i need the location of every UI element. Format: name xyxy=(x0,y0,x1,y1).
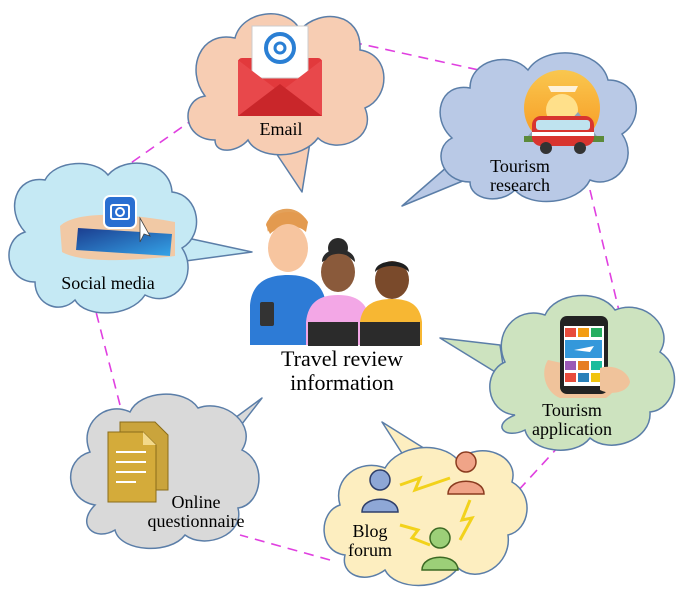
tourism-research-label-2: research xyxy=(490,175,550,195)
blog-forum-label-1: Blog xyxy=(352,521,387,541)
center-label-line-2: information xyxy=(290,370,394,395)
cloud-blog-forum: Blog forum xyxy=(323,421,528,587)
connector-blog-questionnaire xyxy=(239,534,331,561)
cloud-tourism-application: Tourism application xyxy=(439,294,676,451)
online-questionnaire-label-2: questionnaire xyxy=(148,511,245,531)
social-media-phone-icon xyxy=(60,195,175,261)
email-icon xyxy=(238,25,322,116)
connector-research-application xyxy=(589,189,621,316)
center-label-line-1: Travel review xyxy=(281,346,403,371)
tourism-application-label-1: Tourism xyxy=(542,400,602,420)
cloud-email: Email xyxy=(187,13,385,193)
cloud-social-media: Social media xyxy=(8,162,253,314)
connector-application-blog xyxy=(504,444,561,506)
connector-questionnaire-social xyxy=(94,307,121,406)
cloud-tourism-research: Tourism research xyxy=(401,52,637,207)
document-icon xyxy=(107,421,169,503)
travel-van-icon xyxy=(524,70,604,154)
online-questionnaire-label-1: Online xyxy=(172,492,221,512)
email-label: Email xyxy=(260,119,303,139)
tourism-app-phone-icon xyxy=(544,316,630,398)
social-media-label: Social media xyxy=(61,273,154,293)
tourism-research-label-1: Tourism xyxy=(490,156,550,176)
blog-forum-label-2: forum xyxy=(348,540,392,560)
tourism-application-label-2: application xyxy=(532,419,612,439)
travelers-illustration xyxy=(250,208,422,346)
users-network-icon xyxy=(361,451,485,571)
cloud-online-questionnaire: Online questionnaire xyxy=(70,393,263,549)
